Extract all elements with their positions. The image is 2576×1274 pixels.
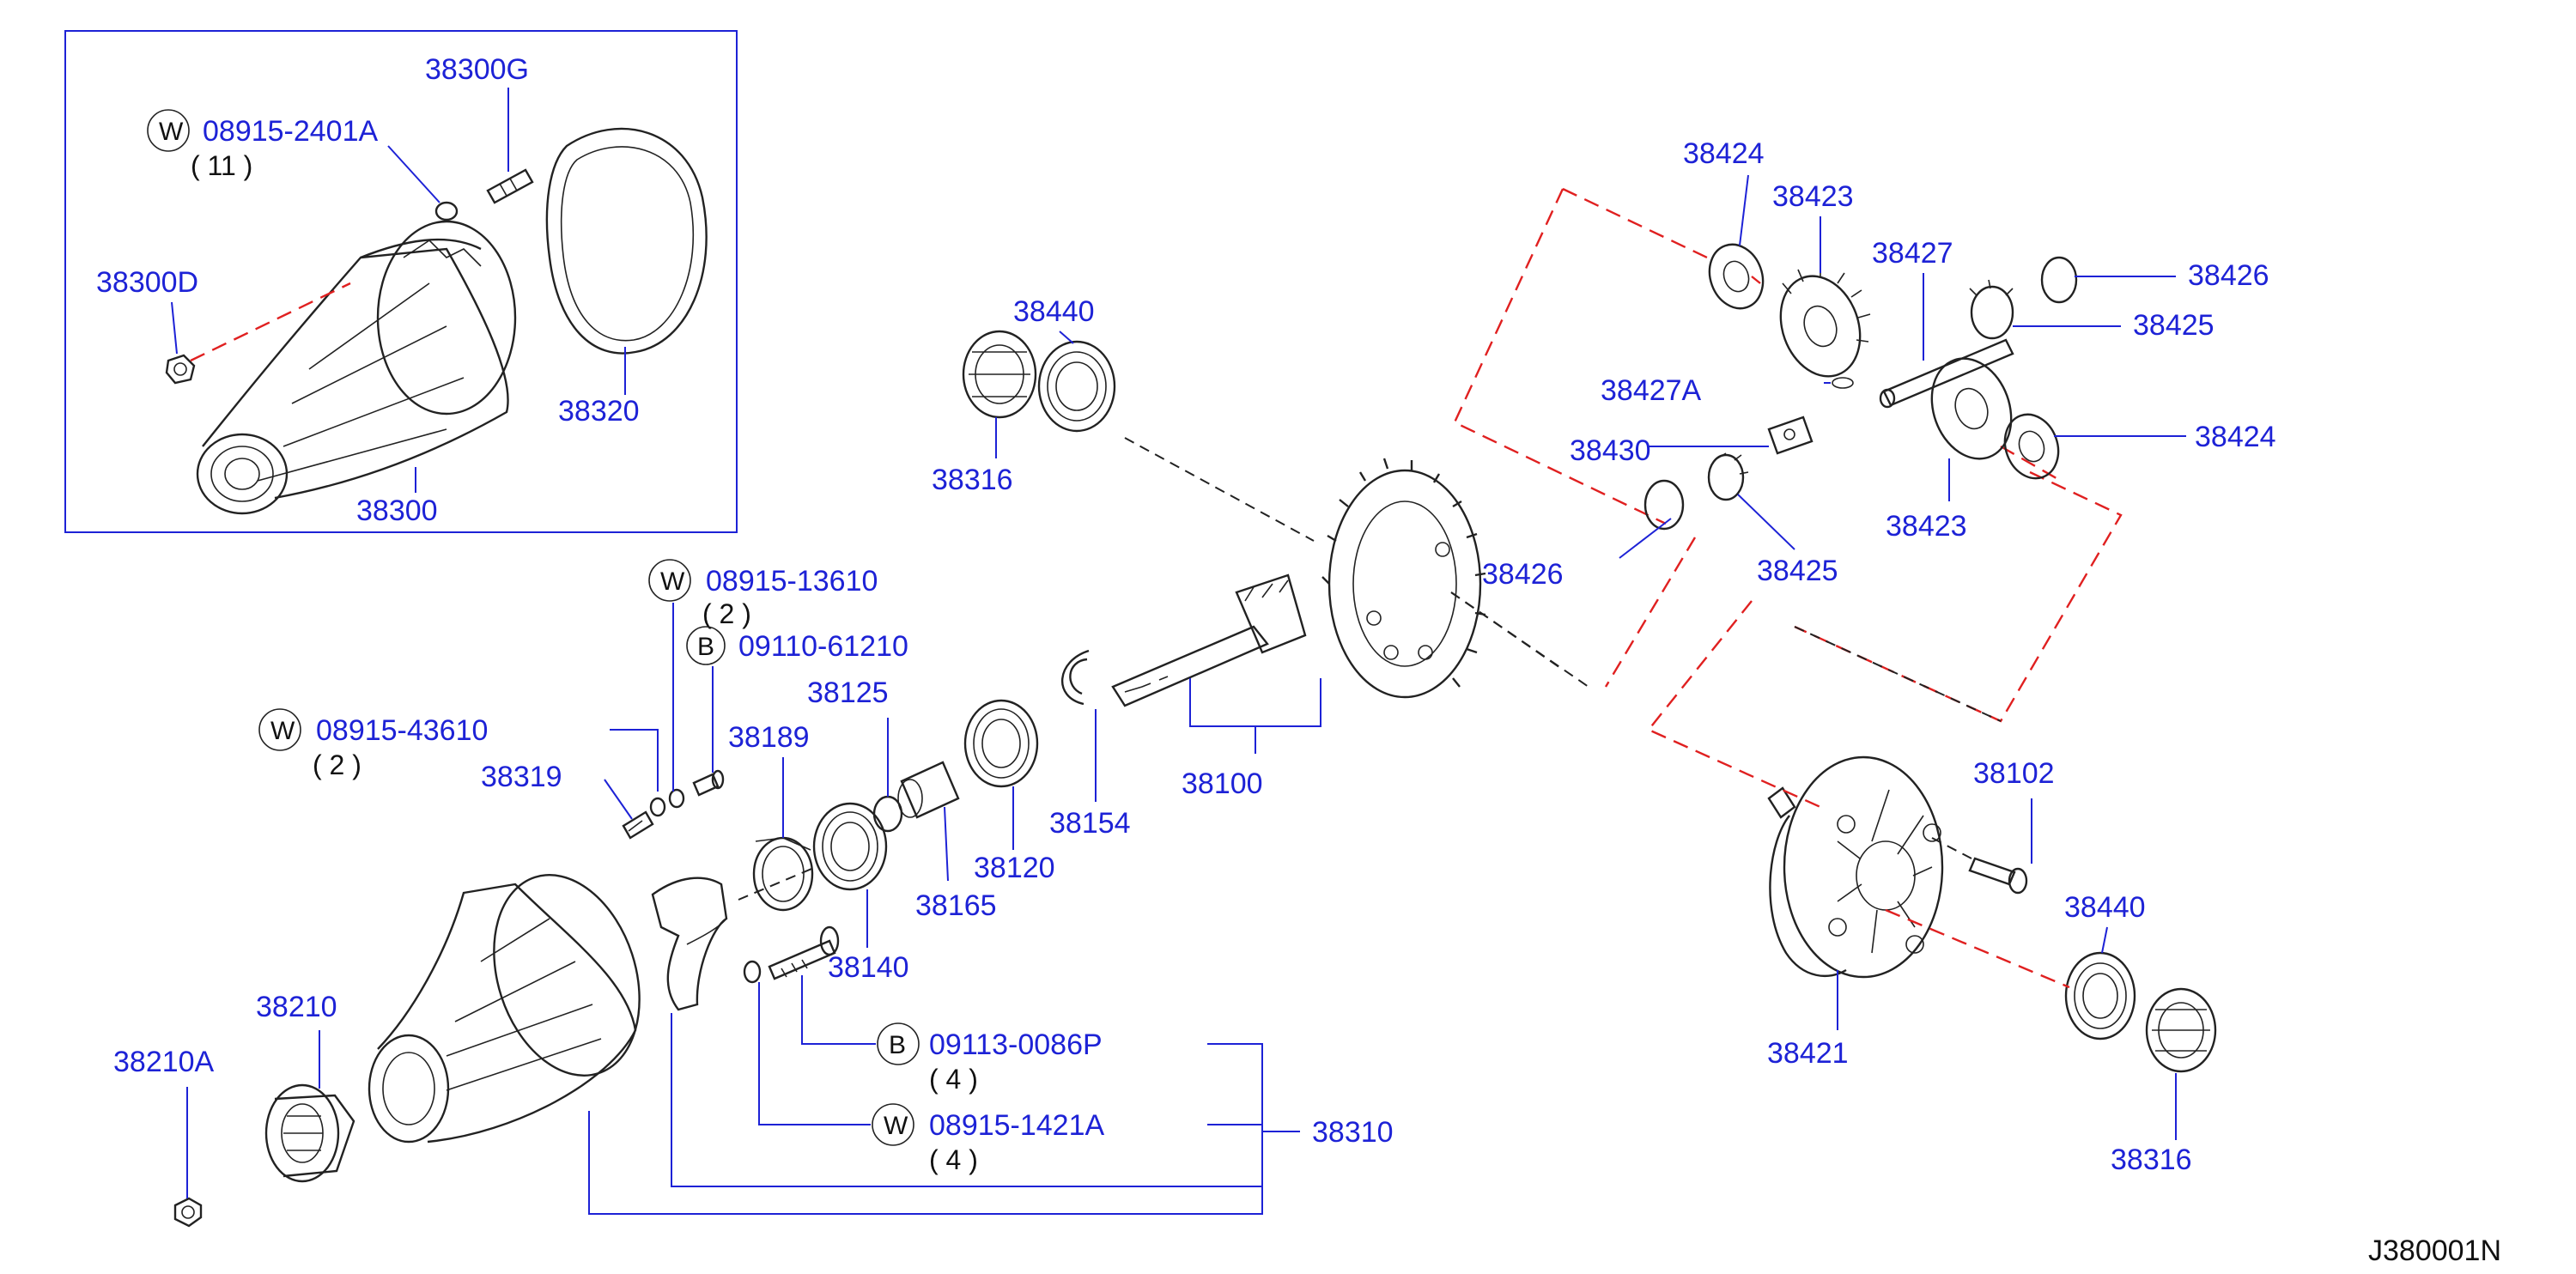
inset-washer[interactable] [434, 201, 459, 221]
label-08915-2401A[interactable]: 08915-2401A [203, 115, 379, 148]
diff-case[interactable] [1767, 755, 1944, 979]
label-08915-13610[interactable]: 08915-13610 [706, 565, 878, 598]
label-38424-top[interactable]: 38424 [1683, 137, 1765, 170]
label-38319[interactable]: 38319 [481, 761, 562, 793]
plug-38319[interactable] [622, 810, 654, 840]
pinion-mate-b[interactable] [1969, 279, 2014, 340]
washer-small-b[interactable] [649, 797, 666, 817]
label-38427A[interactable]: 38427A [1601, 374, 1702, 407]
svg-text:B: B [889, 1031, 906, 1059]
side-flange-lower[interactable] [2145, 987, 2217, 1073]
label-38189[interactable]: 38189 [728, 721, 810, 754]
label-38154[interactable]: 38154 [1049, 807, 1131, 840]
diagram-code: J380001N [2368, 1235, 2501, 1267]
washer-symbol [147, 109, 190, 152]
label-38440-lower[interactable]: 38440 [2064, 891, 2146, 924]
label-08915-43610[interactable]: 08915-43610 [316, 714, 488, 747]
washer-symbol-1421A [872, 1103, 914, 1146]
label-38440-upper[interactable]: 38440 [1013, 295, 1095, 328]
label-38300D[interactable]: 38300D [96, 266, 198, 299]
label-09110-61210[interactable]: 09110-61210 [738, 630, 908, 663]
label-38425-top[interactable]: 38425 [2133, 309, 2215, 342]
inset-housing[interactable] [196, 220, 517, 515]
label-qty-1421A: ( 4 ) [929, 1144, 978, 1175]
pinion-shim[interactable] [872, 795, 903, 833]
thrust-block[interactable] [1767, 416, 1814, 455]
ring-gear[interactable] [1321, 458, 1486, 699]
pinion-washer-a[interactable] [1643, 479, 1685, 531]
label-38427[interactable]: 38427 [1872, 237, 1953, 270]
label-38140[interactable]: 38140 [828, 951, 909, 984]
label-09113-0086P[interactable]: 09113-0086P [929, 1028, 1103, 1061]
label-38102[interactable]: 38102 [1973, 757, 2055, 790]
svg-text:W: W [159, 118, 184, 146]
bolt-symbol-0086P [877, 1022, 920, 1065]
side-gear-b[interactable] [1918, 348, 2025, 470]
pinion-washer-b[interactable] [2040, 256, 2078, 304]
bearing-upper[interactable] [1037, 340, 1116, 433]
label-38423-top[interactable]: 38423 [1772, 180, 1854, 213]
label-38426-top[interactable]: 38426 [2188, 259, 2269, 292]
pinion-bearing-inner[interactable] [812, 802, 888, 891]
label-38426-mid[interactable]: 38426 [1482, 558, 1564, 591]
label-38125[interactable]: 38125 [807, 676, 889, 709]
svg-text:W: W [270, 717, 295, 745]
inset-stud[interactable] [486, 168, 534, 204]
label-38100[interactable]: 38100 [1182, 767, 1263, 800]
label-38430[interactable]: 38430 [1570, 434, 1651, 467]
label-38300[interactable]: 38300 [356, 494, 438, 527]
thrust-washer-b[interactable] [1996, 407, 2067, 486]
label-38425-right[interactable]: 38425 [1757, 555, 1838, 587]
label-38210A[interactable]: 38210A [113, 1046, 215, 1078]
inset-nut[interactable] [165, 354, 196, 385]
carrier-housing[interactable] [368, 856, 664, 1144]
flange-nut[interactable] [173, 1197, 203, 1228]
label-qty-13610: ( 2 ) [702, 598, 751, 629]
drive-pinion[interactable] [1111, 573, 1307, 707]
label-38120[interactable]: 38120 [974, 852, 1055, 884]
bearing-cap[interactable] [651, 877, 728, 1011]
washer-symbol-13610 [648, 559, 691, 602]
svg-text:W: W [884, 1112, 908, 1140]
label-qty-11: ( 11 ) [191, 150, 252, 181]
label-38424-right[interactable]: 38424 [2195, 421, 2276, 453]
bolt-symbol-1210 [686, 626, 726, 665]
label-38421[interactable]: 38421 [1767, 1037, 1849, 1070]
cap-bolt[interactable] [768, 925, 840, 980]
label-38316-upper[interactable]: 38316 [932, 464, 1013, 496]
washer-symbol-43610 [258, 708, 301, 751]
bearing-cup[interactable] [752, 836, 814, 912]
label-38300G[interactable]: 38300G [425, 53, 529, 86]
label-38310[interactable]: 38310 [1312, 1116, 1394, 1149]
label-38423-right[interactable]: 38423 [1886, 510, 1967, 543]
label-qty-43610: ( 2 ) [313, 749, 361, 780]
pinion-mate-a[interactable] [1707, 452, 1749, 501]
svg-text:B: B [697, 633, 714, 661]
inset-gasket[interactable] [545, 127, 708, 355]
side-flange-upper[interactable] [962, 330, 1037, 419]
inset-frame [64, 30, 738, 533]
washer-small-a[interactable] [668, 788, 685, 809]
label-38165[interactable]: 38165 [915, 889, 997, 922]
label-qty-0086P: ( 4 ) [929, 1064, 978, 1095]
pinion-spacer[interactable] [897, 761, 960, 819]
label-38316-lower[interactable]: 38316 [2111, 1144, 2192, 1176]
bolt-small[interactable] [692, 769, 725, 797]
pinion-shaft[interactable] [1879, 338, 2014, 409]
label-38320[interactable]: 38320 [558, 395, 640, 428]
label-38210[interactable]: 38210 [256, 991, 337, 1023]
svg-text:W: W [660, 567, 685, 596]
companion-flange[interactable] [264, 1083, 355, 1183]
lock-pin[interactable] [1832, 377, 1854, 389]
label-08915-1421A[interactable]: 08915-1421A [929, 1109, 1105, 1142]
side-bearing-lower[interactable] [2064, 951, 2136, 1040]
cap-washer[interactable] [743, 960, 762, 984]
pinion-bearing-outer[interactable] [963, 699, 1039, 788]
collapsible-spacer[interactable] [1060, 649, 1090, 706]
thrust-washer-a[interactable] [1701, 237, 1771, 316]
side-gear-a[interactable] [1767, 264, 1874, 387]
case-bolt[interactable] [1968, 857, 2028, 895]
